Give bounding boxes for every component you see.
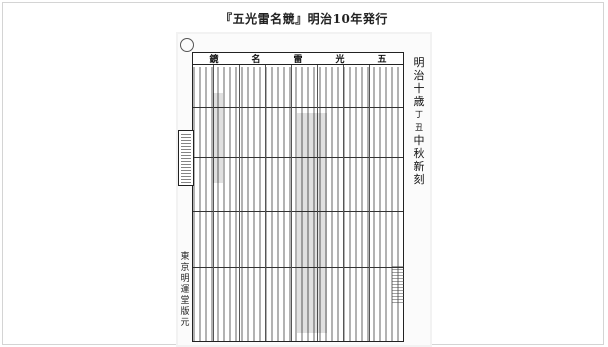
header-char: 雷 — [293, 55, 303, 65]
scanned-document: 鏡 名 雷 光 五 明 治 十 歳 丁 丑 中 秋 新 — [178, 34, 430, 345]
column-lines — [193, 65, 403, 341]
document-caption: 『五光雷名競』明治10年発行 — [220, 12, 388, 26]
seal-mark — [180, 38, 194, 52]
shading — [213, 93, 223, 183]
publisher-note: 東 京 明 運 堂 版 元 — [180, 252, 190, 328]
header-char: 光 — [335, 55, 345, 65]
row-divider — [193, 157, 403, 158]
table-header: 鏡 名 雷 光 五 — [193, 53, 403, 65]
row-divider — [193, 211, 403, 212]
colophon-mark — [392, 265, 404, 303]
header-char: 名 — [251, 55, 261, 65]
side-label-box — [178, 130, 194, 186]
header-char: 鏡 — [209, 55, 219, 65]
ranking-table: 鏡 名 雷 光 五 — [192, 52, 404, 342]
row-divider — [193, 107, 403, 108]
center-shading — [297, 113, 327, 333]
vertical-title: 明 治 十 歳 丁 丑 中 秋 新 刻 — [413, 56, 425, 186]
dense-text-columns — [193, 67, 403, 341]
row-divider — [193, 267, 403, 268]
header-char: 五 — [377, 55, 387, 65]
